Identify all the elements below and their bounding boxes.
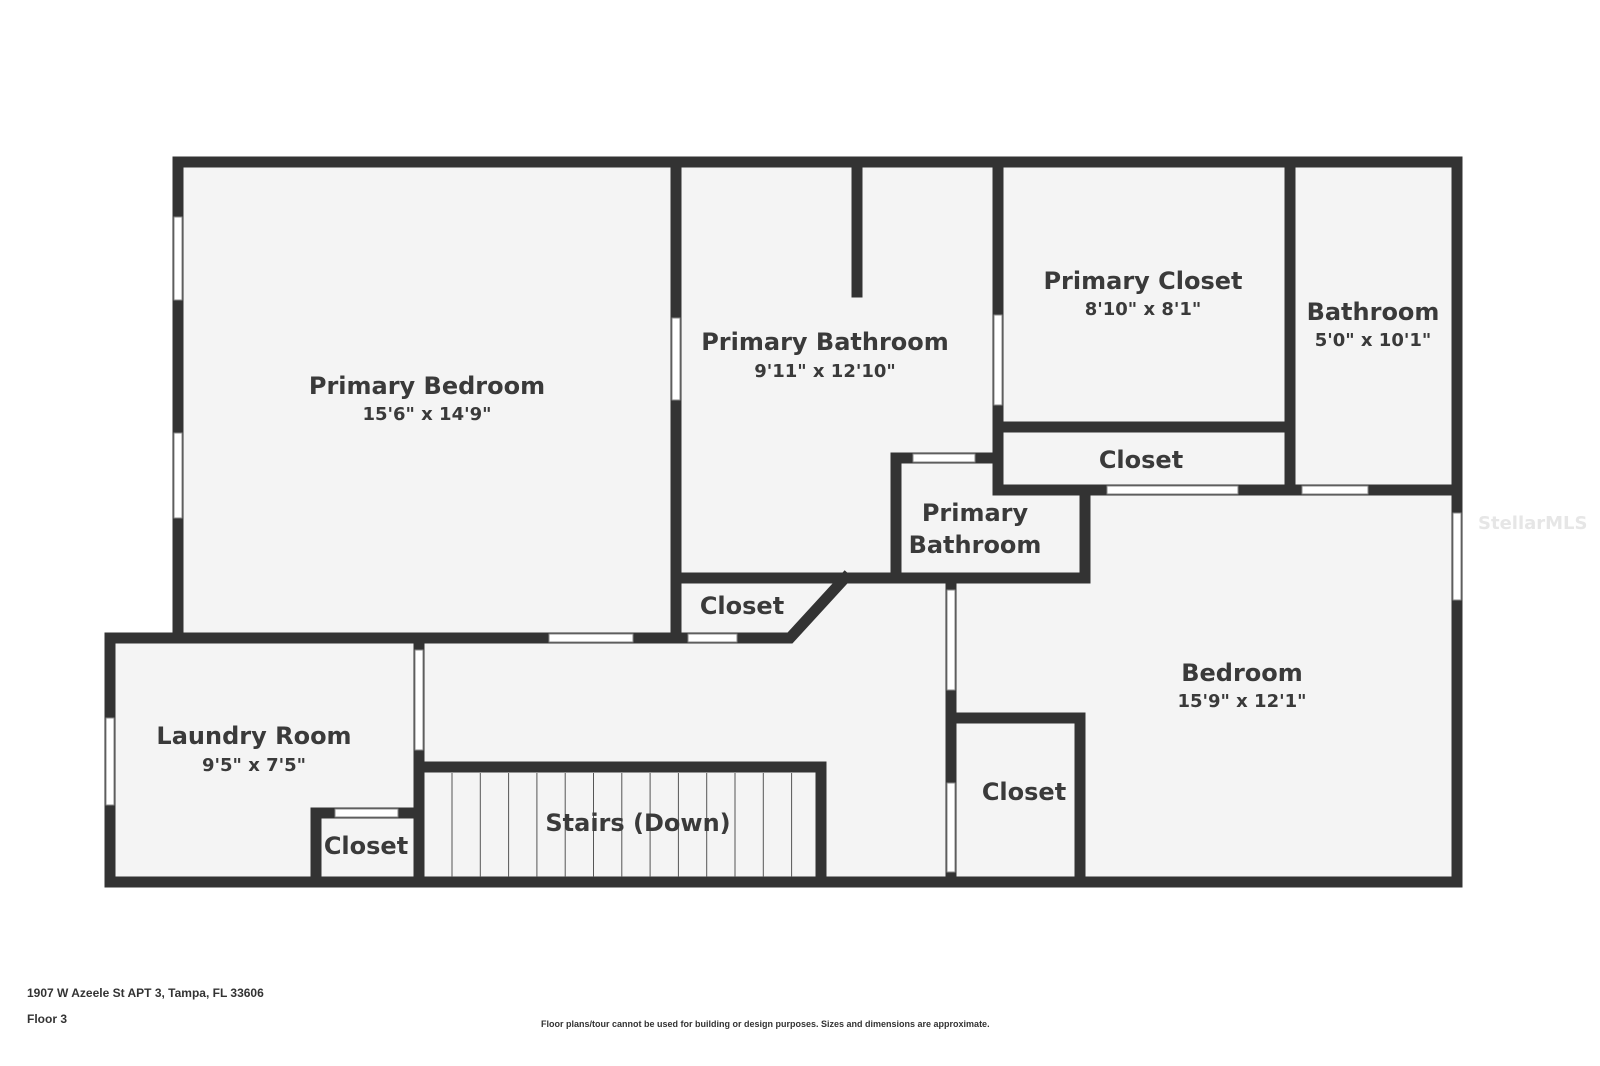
room-dimensions: 9'5" x 7'5" bbox=[202, 755, 306, 776]
room-name: Primary Closet bbox=[1043, 267, 1242, 295]
watermark: StellarMLS bbox=[1478, 513, 1588, 534]
openings bbox=[105, 216, 1462, 873]
floor-area bbox=[110, 162, 1457, 882]
window bbox=[173, 216, 183, 301]
room-name: Bedroom bbox=[1181, 659, 1303, 687]
room-dimensions: 15'6" x 14'9" bbox=[362, 404, 491, 425]
doorway bbox=[687, 633, 738, 643]
room-name: Stairs (Down) bbox=[545, 809, 730, 837]
doorway bbox=[334, 808, 399, 818]
room-name: Primary Bathroom bbox=[701, 328, 949, 356]
doorway bbox=[414, 649, 424, 751]
doorway bbox=[993, 314, 1003, 406]
doorway bbox=[671, 317, 681, 401]
doorway bbox=[548, 633, 634, 643]
room-dimensions: 15'9" x 12'1" bbox=[1177, 691, 1306, 712]
floor-label: Floor 3 bbox=[27, 1012, 68, 1026]
room-name: Primary Bedroom bbox=[309, 372, 545, 400]
stair-treads bbox=[451, 773, 793, 877]
room-name: Primary bbox=[922, 499, 1029, 527]
room-name: Closet bbox=[982, 778, 1066, 806]
room-dimensions: 5'0" x 10'1" bbox=[1315, 330, 1432, 351]
room-name: Closet bbox=[324, 832, 408, 860]
room-dimensions: 9'11" x 12'10" bbox=[754, 361, 896, 382]
window bbox=[173, 432, 183, 519]
room-name: Bathroom bbox=[909, 531, 1042, 559]
room-dimensions: 8'10" x 8'1" bbox=[1085, 299, 1202, 320]
doorway bbox=[946, 589, 956, 691]
disclaimer: Floor plans/tour cannot be used for buil… bbox=[541, 1019, 990, 1029]
window bbox=[105, 717, 115, 806]
room-name: Bathroom bbox=[1307, 298, 1440, 326]
doorway bbox=[912, 453, 976, 463]
room-name: Closet bbox=[700, 592, 784, 620]
room-name: Closet bbox=[1099, 446, 1183, 474]
room-name: Laundry Room bbox=[156, 722, 351, 750]
doorway bbox=[1301, 485, 1369, 495]
window bbox=[1452, 512, 1462, 601]
doorway bbox=[946, 782, 956, 873]
doorway bbox=[1106, 485, 1239, 495]
address: 1907 W Azeele St APT 3, Tampa, FL 33606 bbox=[27, 986, 264, 1000]
